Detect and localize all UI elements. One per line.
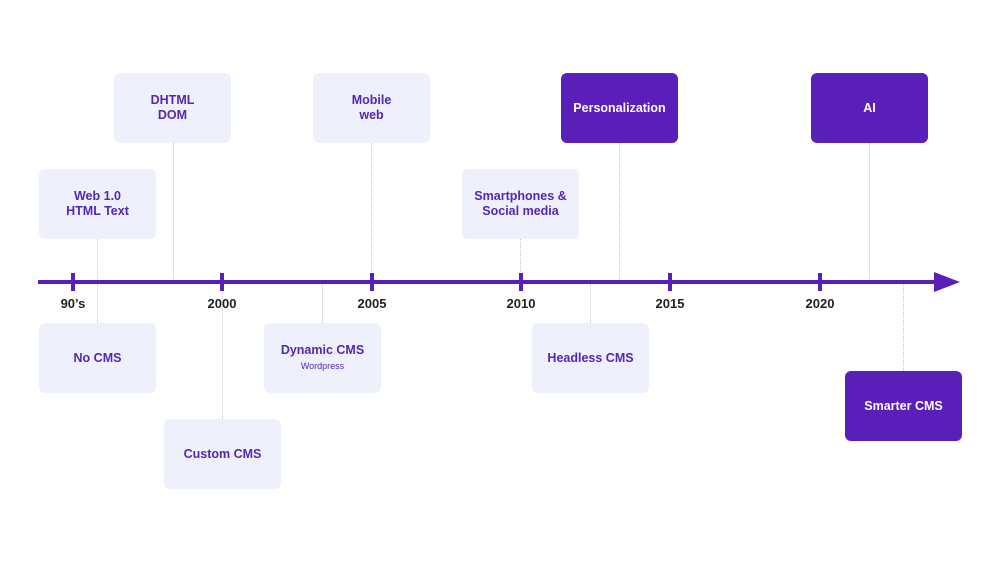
connector-mobile-web [371,143,372,280]
timeline-arrowhead [934,272,960,292]
milestone-label: DOM [157,108,188,122]
milestone-headless-cms: Headless CMS [532,323,649,393]
milestone-web-1: Web 1.0 HTML Text [39,169,156,239]
axis-label-2020: 2020 [805,296,835,311]
milestone-label: Mobile [351,93,392,107]
axis-label-2000: 2000 [207,296,237,311]
axis-label-90s: 90’s [60,296,86,311]
milestone-sublabel: Wordpress [300,361,345,371]
milestone-dhtml-dom: DHTML DOM [114,73,231,143]
milestone-label: Web 1.0 [73,189,121,203]
milestone-no-cms: No CMS [39,323,156,393]
connector-web1 [97,239,98,280]
milestone-personalization: Personalization [561,73,678,143]
milestone-label: Personalization [573,100,666,115]
connector-headless-cms [590,284,591,323]
milestone-smarter-cms: Smarter CMS [845,371,962,441]
connector-smarter-cms [903,284,904,371]
tick-90s [71,273,75,291]
connector-no-cms [97,284,98,323]
milestone-ai: AI [811,73,928,143]
milestone-label: web [359,108,384,122]
tick-2005 [370,273,374,291]
tick-2020 [818,273,822,291]
milestone-label: Social media [482,204,559,218]
tick-2000 [220,273,224,291]
axis-label-2015: 2015 [655,296,685,311]
connector-custom-cms [222,284,223,419]
milestone-label: Smartphones & [474,189,567,203]
tick-2010 [519,273,523,291]
axis-label-2005: 2005 [357,296,387,311]
timeline-axis [38,280,938,284]
milestone-smartphones: Smartphones & Social media [462,169,579,239]
connector-ai [869,143,870,280]
axis-label-2010: 2010 [506,296,536,311]
milestone-label: Custom CMS [183,446,262,461]
tick-2015 [668,273,672,291]
milestone-label: AI [863,100,876,115]
milestone-custom-cms: Custom CMS [164,419,281,489]
milestone-mobile-web: Mobile web [313,73,430,143]
connector-personalization [619,143,620,280]
milestone-label: Headless CMS [547,350,634,365]
connector-smartphones [520,239,521,280]
milestone-label: Dynamic CMS [280,343,365,357]
milestone-label: No CMS [73,350,122,365]
connector-dynamic-cms [322,284,323,323]
milestone-dynamic-cms: Dynamic CMS Wordpress [264,323,381,393]
milestone-label: HTML Text [66,204,129,218]
milestone-label: DHTML [150,93,195,107]
milestone-label: Smarter CMS [864,398,943,413]
connector-dhtml [173,143,174,280]
